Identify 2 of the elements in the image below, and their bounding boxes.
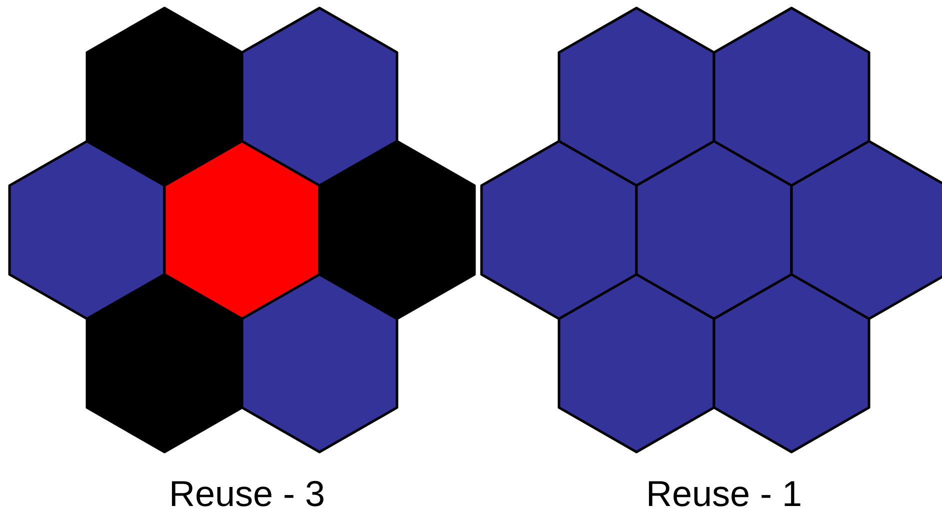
cluster-caption: Reuse - 1 <box>646 472 802 516</box>
cluster-caption: Reuse - 3 <box>168 472 326 516</box>
